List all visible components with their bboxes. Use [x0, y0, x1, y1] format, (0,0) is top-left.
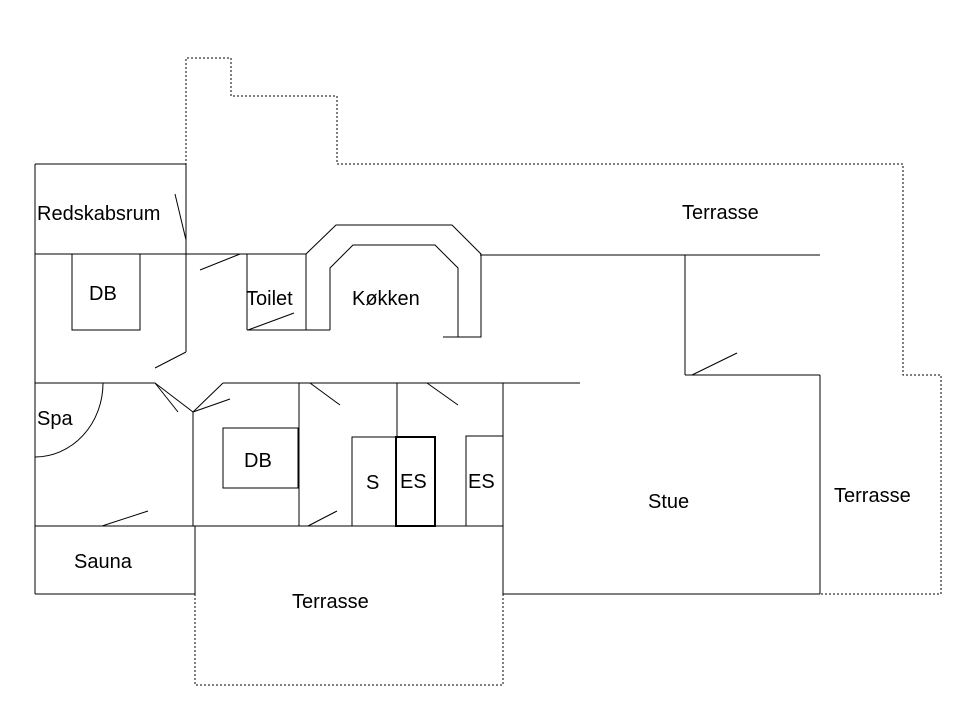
db-box-upper — [71, 253, 141, 331]
outer-walls — [34, 163, 821, 595]
room-label-stue: Stue — [648, 491, 689, 513]
room-label-redskabsrum: Redskabsrum — [37, 203, 160, 225]
kitchen-counter — [305, 224, 482, 338]
room-label-es-2: ES — [468, 471, 495, 493]
es-box-1 — [395, 436, 436, 527]
interior-walls — [35, 164, 580, 594]
room-label-terrasse-bottom: Terrasse — [292, 591, 369, 613]
room-label-sauna: Sauna — [74, 551, 133, 573]
room-label-kokken: Køkken — [352, 288, 420, 310]
terrace-top-outline — [185, 57, 942, 595]
db-box-lower — [222, 427, 299, 489]
spa-door-arc — [34, 382, 104, 458]
room-label-spa: Spa — [37, 408, 73, 430]
es-box-2 — [465, 435, 504, 527]
room-label-terrasse-right: Terrasse — [834, 485, 911, 507]
room-label-s: S — [366, 472, 379, 494]
room-label-toilet: Toilet — [246, 288, 293, 310]
terrace-bottom-outline — [194, 594, 504, 686]
door-swings — [101, 193, 738, 527]
room-label-es-1: ES — [400, 471, 427, 493]
room-label-db-upper: DB — [89, 283, 117, 305]
room-label-terrasse-top: Terrasse — [682, 202, 759, 224]
room-label-db-lower: DB — [244, 450, 272, 472]
